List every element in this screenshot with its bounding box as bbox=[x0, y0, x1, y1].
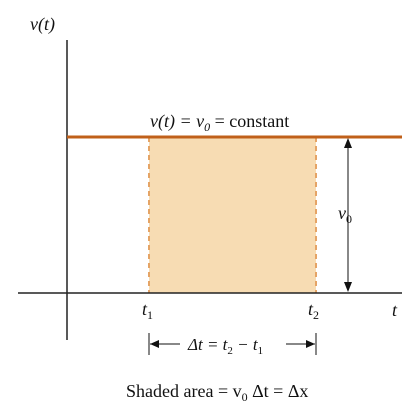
v0-arrow-up bbox=[344, 138, 352, 148]
t2-label: t2 bbox=[308, 299, 319, 322]
delta-t-label: Δt = t2 − t1 bbox=[187, 335, 263, 357]
v0-label: v0 bbox=[338, 203, 352, 226]
caption: Shaded area = v0 Δt = Δx bbox=[126, 381, 308, 404]
delta-t-arrow-left bbox=[150, 340, 159, 348]
delta-t-arrow-right bbox=[306, 340, 315, 348]
x-axis-label: t bbox=[392, 300, 398, 320]
v0-arrow-down bbox=[344, 282, 352, 292]
t1-label: t1 bbox=[142, 299, 153, 322]
y-axis-label: v(t) bbox=[30, 14, 55, 35]
shaded-area bbox=[149, 137, 316, 293]
line-label: v(t) = v0 = constant bbox=[150, 111, 289, 134]
